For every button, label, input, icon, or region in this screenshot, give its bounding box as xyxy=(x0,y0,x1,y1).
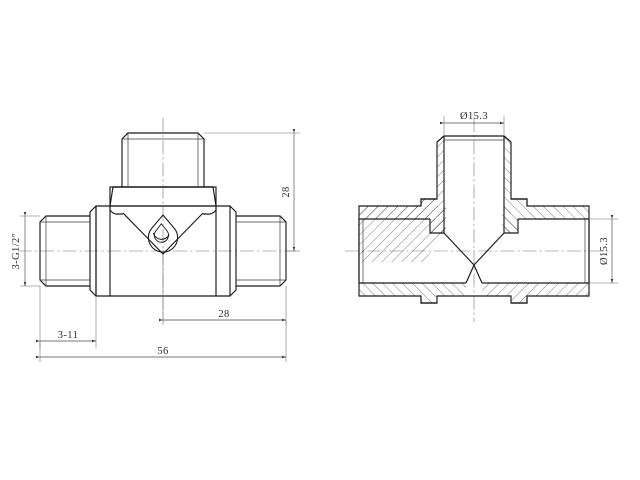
relief-notch-lower-left xyxy=(420,296,437,304)
dim-label-thread-spec: 3-G1/2″ xyxy=(11,233,22,270)
dim-label-branch-height: 28 xyxy=(281,186,292,197)
branch-chamfer-left xyxy=(436,135,445,143)
water-drop-logo xyxy=(147,214,179,253)
step-right-shoulder xyxy=(504,219,519,234)
dimension-overall-length: 56 xyxy=(35,320,287,362)
top-flange-rect xyxy=(109,186,217,207)
dim-label-branch-bore: Ø15.3 xyxy=(460,111,488,122)
left-collar-shoulder xyxy=(89,205,97,297)
left-view-elevation: 3-G1/2″ 3-11 28 56 28 xyxy=(11,118,300,362)
right-fillet-notch xyxy=(203,206,217,215)
v-chamfer-right xyxy=(162,212,204,255)
relief-notch-upper-right xyxy=(511,198,528,206)
right-view-section: Ø15.3 Ø15.3 xyxy=(345,111,618,322)
hatch-lower-right-wall xyxy=(482,283,589,303)
relief-notch-upper-left xyxy=(420,198,437,206)
right-collar-outline xyxy=(216,205,231,297)
cone-junction-left xyxy=(443,232,475,266)
left-thread-outline xyxy=(39,215,90,287)
left-fillet-notch xyxy=(109,206,123,215)
step-left-shoulder xyxy=(429,219,444,234)
dimension-center-to-end: 28 xyxy=(158,254,287,325)
dim-label-run-bore: Ø15.3 xyxy=(599,237,610,265)
relief-notch-lower-right xyxy=(511,296,528,304)
dimension-branch-bore: Ø15.3 xyxy=(439,111,505,136)
dim-label-center-to-end: 28 xyxy=(218,309,229,320)
cone-base-left xyxy=(465,264,475,284)
hatch-upper-left-wall xyxy=(359,199,446,233)
dimension-thread-spec: 3-G1/2″ xyxy=(11,211,40,287)
right-collar-shoulder xyxy=(229,205,237,297)
branch-chamfer-right xyxy=(503,135,512,143)
hatch-upper-right-wall xyxy=(502,199,589,233)
cone-junction-right xyxy=(473,232,505,266)
dimension-thread-length: 3-11 xyxy=(35,286,97,348)
cone-base-right xyxy=(473,264,483,284)
hatch-lower-left-wall xyxy=(359,283,466,303)
top-branch-thread-outline xyxy=(121,132,205,187)
dim-label-thread-length: 3-11 xyxy=(58,330,78,341)
dim-label-overall-length: 56 xyxy=(157,346,168,357)
v-chamfer-left xyxy=(122,212,164,255)
dimension-branch-height: 28 xyxy=(204,128,300,252)
dimension-run-bore: Ø15.3 xyxy=(589,214,618,284)
